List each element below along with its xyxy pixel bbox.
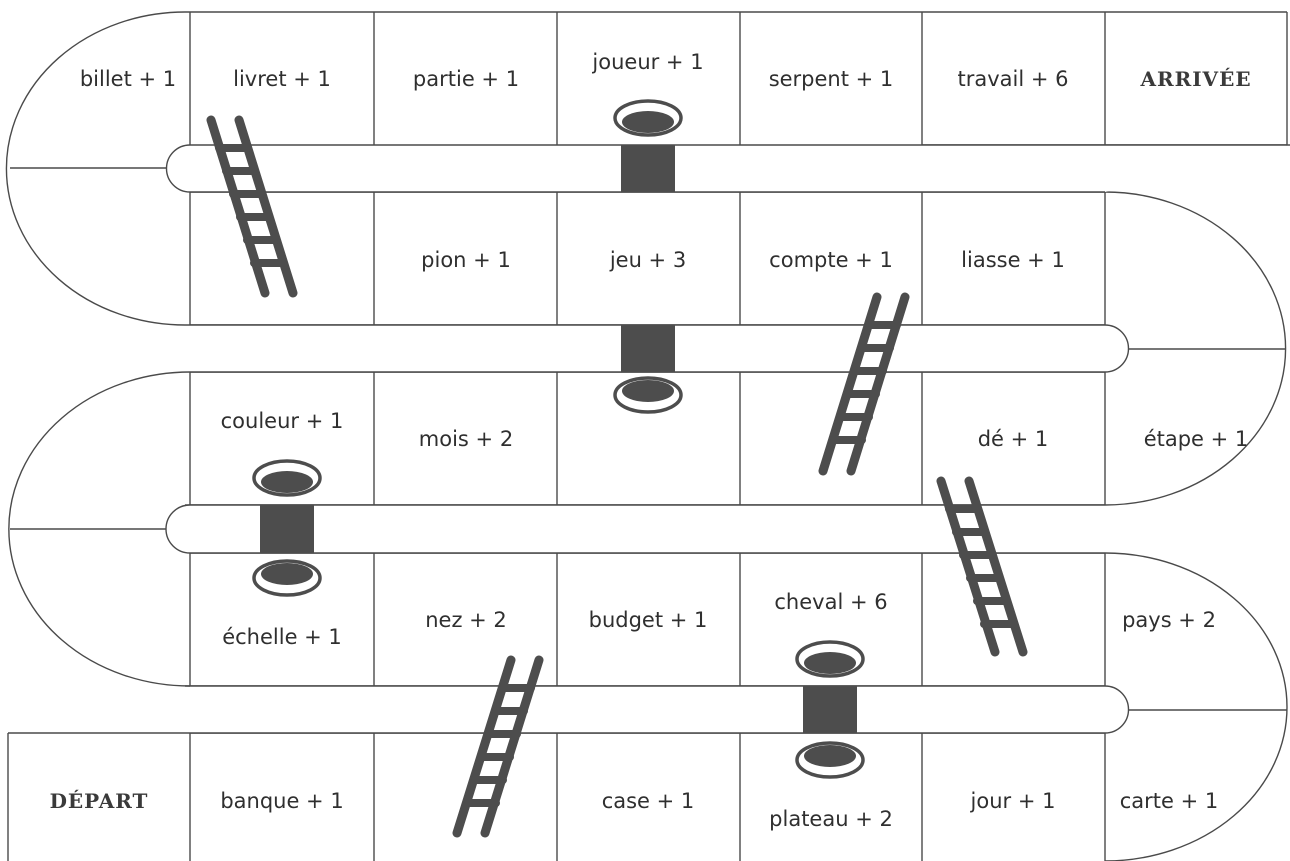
finish-label: ARRIVÉE [1139,67,1251,91]
cell-jour: jour + 1 [970,789,1056,813]
tunnel-hole-icon [795,741,865,779]
cell-billet: billet + 1 [80,67,176,91]
channel-3 [165,504,1105,554]
tunnel-hole-icon [252,459,322,497]
tunnel-hole-icon [795,640,865,678]
cell-jeu: jeu + 3 [609,248,686,272]
start-label: DÉPART [50,789,149,813]
tunnel-block [621,145,675,192]
cell-echelle: échelle + 1 [222,625,342,649]
ladders [206,115,1028,838]
tunnel-block [621,325,675,372]
cell-serpent: serpent + 1 [769,67,894,91]
channel-1 [165,144,1290,193]
ladder-icon [818,292,910,476]
cell-livret: livret + 1 [233,67,331,91]
tunnel-block [260,505,314,553]
tunnel-block [803,686,857,733]
cell-pays: pays + 2 [1122,608,1216,632]
cell-nez: nez + 2 [425,608,507,632]
cell-travail: travail + 6 [957,67,1068,91]
ladder-icon [452,655,544,838]
cell-carte: carte + 1 [1120,789,1219,813]
cell-plateau: plateau + 2 [769,807,893,831]
cell-compte: compte + 1 [769,248,893,272]
cell-partie: partie + 1 [413,67,519,91]
cell-etape: étape + 1 [1144,427,1249,451]
cell-de: dé + 1 [978,427,1049,451]
cell-pion: pion + 1 [421,248,511,272]
channels [165,144,1290,734]
tunnel-hole-icon [252,559,322,597]
channel-4 [190,685,1130,734]
cell-mois: mois + 2 [419,427,513,451]
cell-case: case + 1 [602,789,695,813]
cell-labels: billet + 1 livret + 1 partie + 1 joueur … [50,50,1251,831]
cell-couleur: couleur + 1 [221,409,344,433]
cell-cheval: cheval + 6 [774,590,887,614]
cell-joueur: joueur + 1 [591,50,703,74]
cell-budget: budget + 1 [589,608,708,632]
tunnel-hole-icon [613,376,683,414]
ladder-icon [936,476,1028,657]
tunnels [252,99,865,779]
tunnel-hole-icon [613,99,683,137]
cell-banque: banque + 1 [220,789,343,813]
ladder-icon [206,115,298,298]
cell-liasse: liasse + 1 [961,248,1065,272]
